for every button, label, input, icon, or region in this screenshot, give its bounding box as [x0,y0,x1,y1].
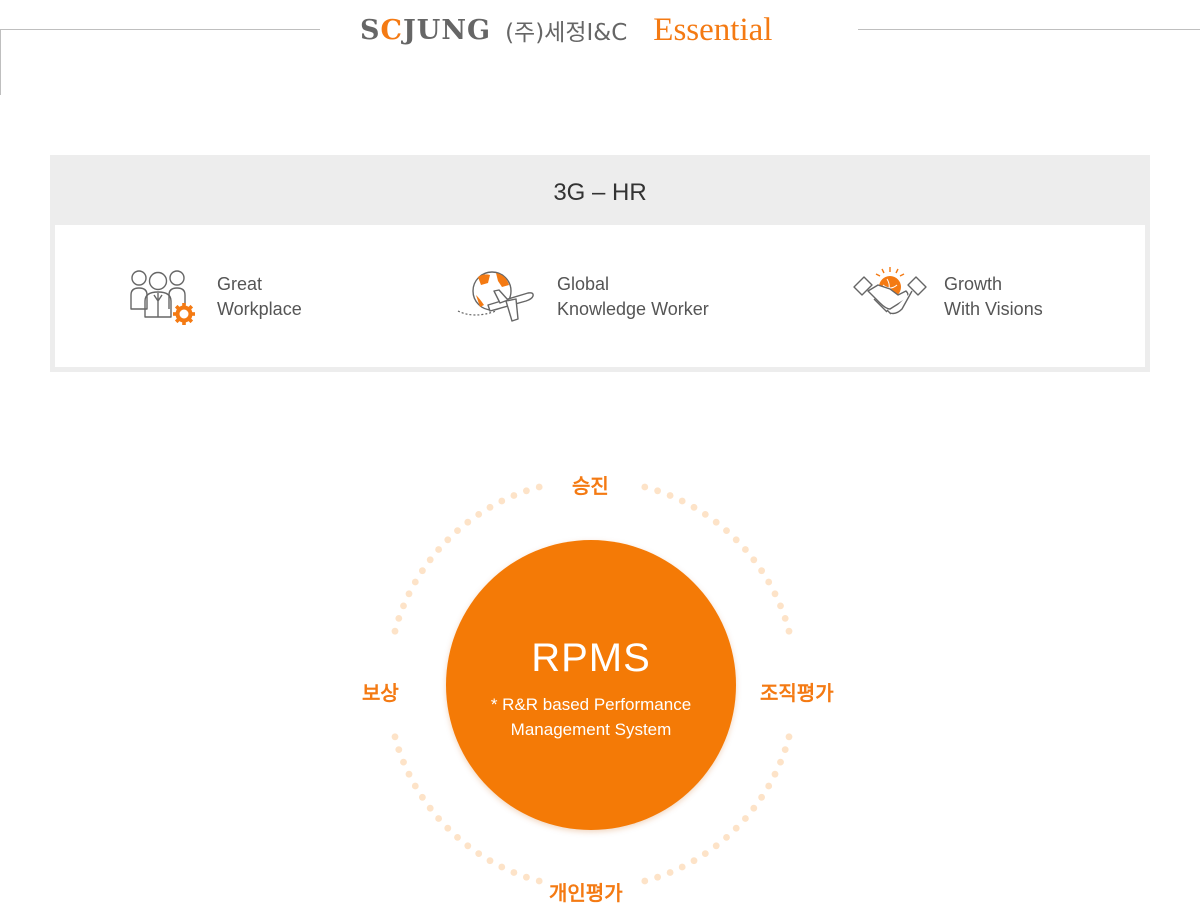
ring-dot [405,590,413,598]
ring-dot [785,627,793,635]
ring-dot [535,483,543,491]
dotted-cycle-ring [391,483,793,885]
ring-dot [454,527,461,534]
brand-wordmark: SCJUNG [360,14,492,46]
hr-items: Great Workplace Global Knowledge Worker [55,225,1145,367]
hr-panel: 3G – HR [50,155,1150,372]
ring-dot [400,602,407,610]
ring-dot [742,546,749,553]
ring-dot [712,518,720,526]
ring-dot [535,877,543,885]
ring-dot [771,770,779,778]
ring-dot [777,758,784,766]
ring-dot [486,503,494,511]
ring-dot [435,546,442,553]
header-frame-left [0,29,320,95]
ring-dot [391,627,399,635]
ring-dot [690,857,698,865]
ring-dot [750,556,758,564]
hr-item-label: Growth With Visions [944,274,1043,319]
ring-dot [758,567,765,575]
handshake-icon [853,267,927,315]
ring-dot [750,804,758,812]
ring-dot [411,578,419,586]
ring-dot [395,746,403,753]
ring-dot [510,492,518,499]
rpms-subtitle: * R&R based Performance Management Syste… [490,695,692,739]
label-promotion: 승진 [572,476,609,498]
ring-dot [701,511,709,518]
ring-dot [758,793,765,801]
company-name: (주)세정I&C [505,20,628,46]
ring-dot [690,503,698,511]
label-individual-evaluation: 개인평가 [549,883,623,905]
brand-logo: SCJUNG (주)세정I&C Essential [360,8,772,52]
ring-dot [785,733,793,741]
ring-dot [405,770,413,778]
rpms-title: RPMS [531,636,651,680]
ring-dot [701,850,709,857]
ring-dot [510,869,518,876]
rpms-circle: RPMS * R&R based Performance Management … [446,540,736,830]
ring-dot [464,518,472,526]
brand-tagline: Essential [653,11,773,48]
ring-dot [641,877,649,885]
people-gear-icon [130,270,195,325]
ring-dot [444,824,452,832]
ring-dot [654,487,661,495]
ring-dot [732,824,740,832]
hr-item-growth-with-visions: Growth With Visions [850,265,1043,329]
ring-dot [666,492,674,499]
ring-dot [641,483,649,491]
ring-dot [777,602,784,610]
ring-dot [765,578,773,586]
ring-dot [498,863,506,871]
ring-dot [678,497,686,505]
ring-dot [654,873,661,881]
ring-dot [781,746,789,753]
ring-dot [464,842,472,850]
ring-dot [419,793,426,801]
globe-airplane-icon [457,271,534,322]
label-compensation: 보상 [362,683,399,705]
ring-dot [475,511,483,518]
ring-dot [723,527,730,534]
hr-item-global-knowledge-worker: Global Knowledge Worker [445,265,709,329]
ring-dot [771,590,779,598]
ring-dot [765,782,773,790]
ring-dot [411,782,419,790]
hr-panel-title: 3G – HR [553,179,647,206]
ring-dot [712,842,720,850]
ring-dot [419,567,426,575]
ring-dot [742,815,749,822]
ring-dot [475,850,483,857]
ring-dot [426,556,434,564]
ring-dot [454,834,461,841]
ring-dot [498,497,506,505]
ring-dot [723,834,730,841]
hr-item-label: Global Knowledge Worker [557,274,709,319]
ring-dot [781,615,789,622]
ring-dot [523,487,530,495]
ring-dot [523,873,530,881]
ring-dot [666,869,674,876]
ring-dot [732,536,740,544]
ring-dot [395,615,403,622]
header-rule-right [858,29,1200,30]
ring-dot [435,815,442,822]
ring-dot [426,804,434,812]
hr-item-great-workplace: Great Workplace [123,265,302,329]
ring-dot [391,733,399,741]
ring-dot [444,536,452,544]
label-org-evaluation: 조직평가 [760,683,834,705]
ring-dot [486,857,494,865]
hr-item-label: Great Workplace [217,274,302,319]
rpms-diagram: RPMS * R&R based Performance Management … [0,440,1200,911]
ring-dot [400,758,407,766]
ring-dot [678,863,686,871]
